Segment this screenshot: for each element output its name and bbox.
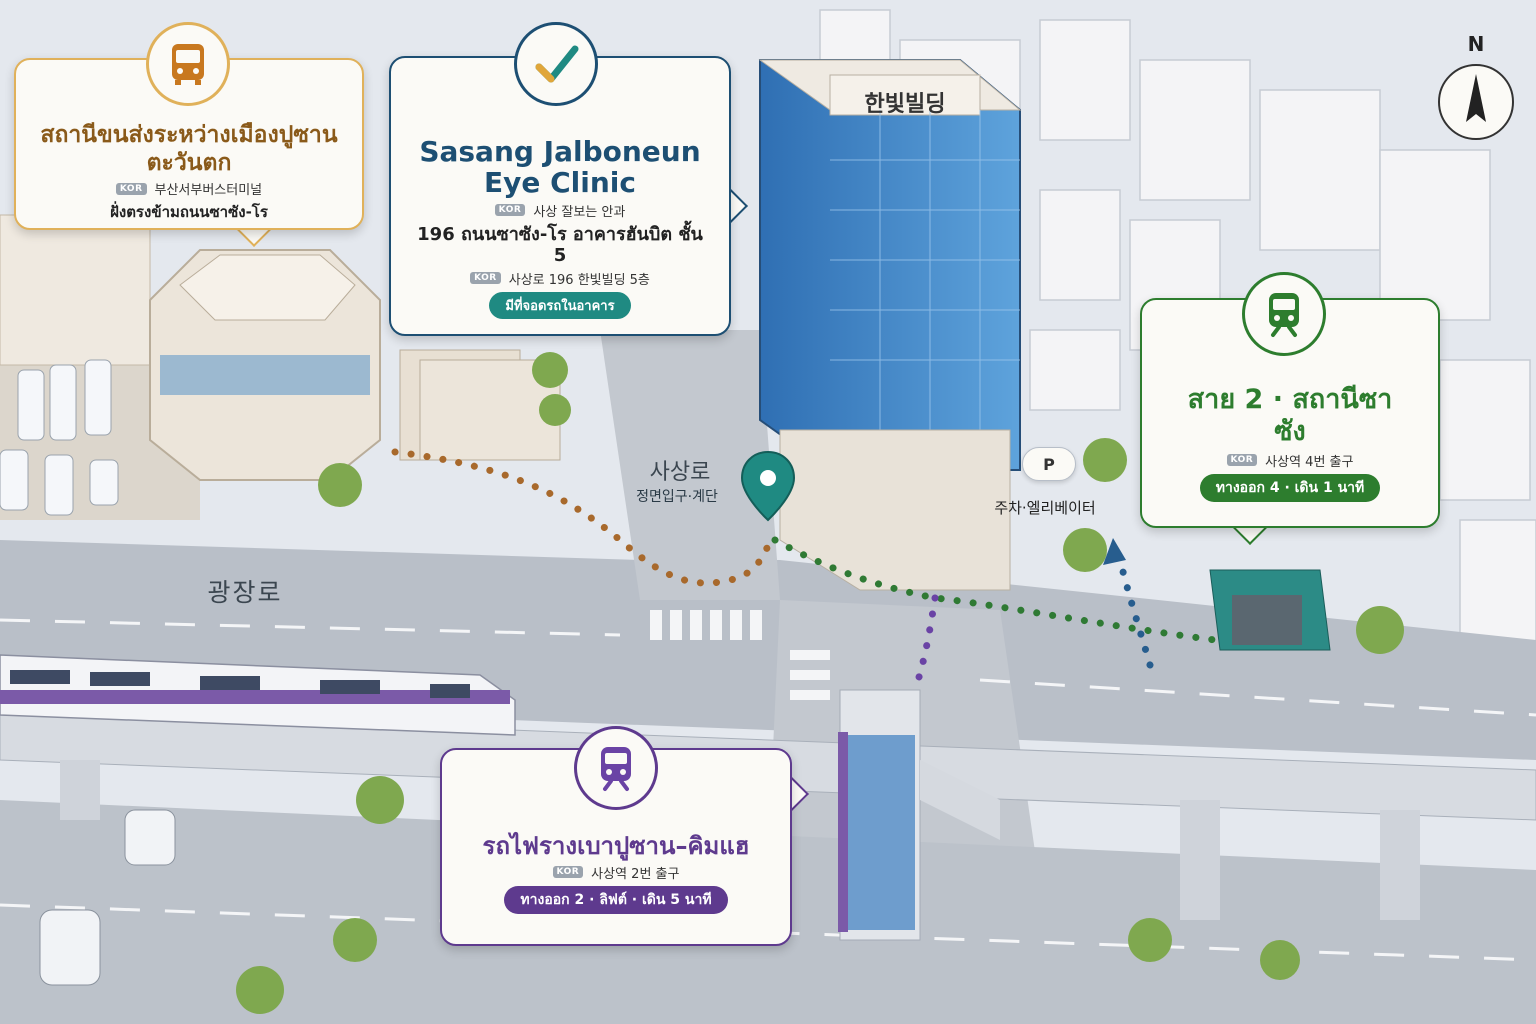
walking-routes <box>391 448 1219 694</box>
route-subway-exit-4 <box>771 536 1219 644</box>
clinic-kor-address-row: KOR 사상로 196 한빛빌딩 5층 <box>403 269 717 288</box>
cars <box>39 809 176 986</box>
hanbit-building <box>419 59 1022 591</box>
clinic-address: 196 ถนนซาซัง-โร อาคารฮันบิต ชั้น 5 <box>417 223 703 267</box>
compass-north-label: N <box>1467 32 1485 56</box>
light-rail-station-tower <box>838 689 1000 941</box>
kor-tag: KOR <box>1226 454 1258 467</box>
light-rail-title: รถไฟรางเบาปูซาน–คิมแฮ <box>482 832 750 860</box>
trees <box>236 352 1404 1014</box>
kor-tag: KOR <box>494 204 526 217</box>
train-icon <box>601 747 631 791</box>
light-rail-train <box>0 654 516 736</box>
kor-tag: KOR <box>552 866 584 879</box>
subway-badge <box>1242 272 1326 356</box>
route-light-rail <box>911 594 939 694</box>
parking-icon: P <box>1022 447 1076 481</box>
clinic-name: Sasang Jalboneun Eye Clinic <box>419 135 701 200</box>
clinic-badge <box>514 22 598 106</box>
bus-terminal-note: ฝั่งตรงข้ามถนนซาซัง-โร <box>110 203 268 222</box>
bus-terminal-kor-row: KOR 부산서부버스터미널 <box>26 179 352 198</box>
clinic-kor-address: 사상로 196 한빛빌딩 5층 <box>508 272 650 288</box>
clinic-kor-row: KOR 사상 잘보는 안과 <box>403 201 717 220</box>
light-rail-kor-row: KOR 사상역 2번 출구 <box>452 863 780 882</box>
bus-terminal-title: สถานีขนส่งระหว่างเมืองปูซานตะวันตก <box>40 122 338 176</box>
bus-badge <box>146 22 230 106</box>
street-label-sasangro: 사상로 <box>649 460 711 485</box>
arrow-icon <box>1103 538 1126 565</box>
bus-terminal-callout[interactable]: สถานีขนส่งระหว่างเมืองปูซานตะวันตก KOR 부… <box>14 22 364 247</box>
subway-line-2-title: สาย 2 · สถานีซาซัง <box>1187 384 1393 448</box>
route-bus-terminal <box>391 448 774 587</box>
parking-elevator-label: 주차·엘리베이터 <box>994 499 1096 517</box>
bus-icon <box>172 44 204 85</box>
light-rail-badge <box>574 726 658 810</box>
subway-exit-pill: ทางออก 4 · เดิน 1 นาที <box>1199 473 1381 502</box>
subway-kor-name: 사상역 4번 출구 <box>1265 454 1354 470</box>
background-buildings <box>819 9 1536 681</box>
compass-icon <box>1438 64 1514 140</box>
light-rail-kor-name: 사상역 2번 출구 <box>591 866 680 882</box>
subway-callout-card: สาย 2 · สถานีซาซัง KOR 사상역 4번 출구 ทางออก … <box>1140 298 1440 528</box>
building-name: 한빛빌딩 <box>864 92 946 117</box>
parking-symbol: P <box>1043 454 1055 474</box>
light-rail-exit-pill: ทางออก 2 · ลิฟต์ · เดิน 5 นาที <box>504 885 728 914</box>
route-parking-elevator <box>1116 556 1154 669</box>
clinic-parking-pill: มีที่จอดรถในอาคาร <box>489 291 631 319</box>
entrance-label: 정면입구·계단 <box>636 489 718 505</box>
checkmark-logo-icon <box>535 45 579 83</box>
clinic-kor-name: 사상 잘보는 안과 <box>533 204 626 220</box>
bus-terminal-kor-name: 부산서부버스터미널 <box>154 183 263 199</box>
train-icon <box>1269 293 1299 337</box>
kor-tag: KOR <box>470 272 501 285</box>
compass: N <box>1434 32 1518 144</box>
kor-tag: KOR <box>115 182 147 195</box>
light-rail-callout[interactable]: รถไฟรางเบาปูซาน–คิมแฮ KOR 사상역 2번 출구 ทางอ… <box>440 726 809 946</box>
street-label-gwangjangro: 광장로 <box>207 578 283 607</box>
exit-4-entrance <box>1209 569 1331 651</box>
clinic-callout[interactable]: Sasang Jalboneun Eye Clinic KOR 사상 잘보는 안… <box>389 22 748 336</box>
map-pin-icon[interactable] <box>740 450 796 522</box>
subway-kor-row: KOR 사상역 4번 출구 <box>1152 451 1428 470</box>
subway-line-2-callout[interactable]: สาย 2 · สถานีซาซัง KOR 사상역 4번 출구 ทางออก … <box>1140 272 1440 545</box>
